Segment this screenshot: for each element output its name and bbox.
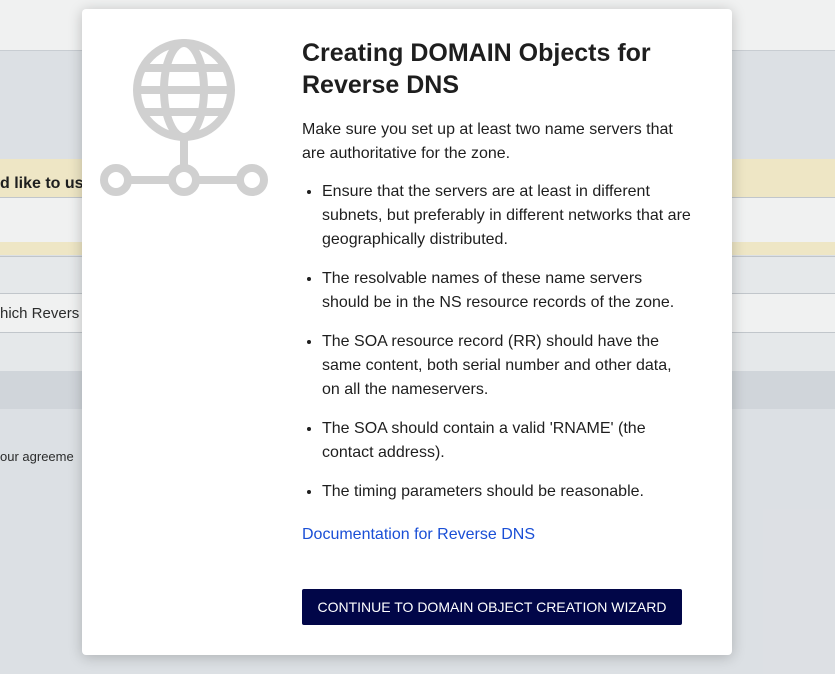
list-item: The SOA should contain a valid 'RNAME' (… bbox=[322, 417, 692, 465]
list-item: Ensure that the servers are at least in … bbox=[322, 180, 692, 252]
modal-title: Creating DOMAIN Objects for Reverse DNS bbox=[302, 39, 651, 99]
list-item: The resolvable names of these name serve… bbox=[322, 267, 692, 315]
continue-wizard-button[interactable]: CONTINUE TO DOMAIN OBJECT CREATION WIZAR… bbox=[302, 589, 682, 625]
requirements-list: Ensure that the servers are at least in … bbox=[302, 180, 692, 504]
form-row-label: hich Revers bbox=[0, 305, 80, 322]
list-item: The SOA resource record (RR) should have… bbox=[322, 330, 692, 402]
list-item: The timing parameters should be reasonab… bbox=[322, 480, 692, 504]
notice-band-text: d like to use bbox=[0, 175, 93, 192]
agreement-text: our agreeme bbox=[0, 449, 74, 464]
modal-intro: Make sure you set up at least two name s… bbox=[302, 121, 673, 162]
modal-content: Creating DOMAIN Objects for Reverse DNS … bbox=[302, 37, 692, 544]
reverse-dns-docs-link[interactable]: Documentation for Reverse DNS bbox=[302, 526, 535, 543]
reverse-dns-modal: Creating DOMAIN Objects for Reverse DNS … bbox=[82, 9, 732, 655]
globe-network-icon bbox=[100, 39, 268, 196]
